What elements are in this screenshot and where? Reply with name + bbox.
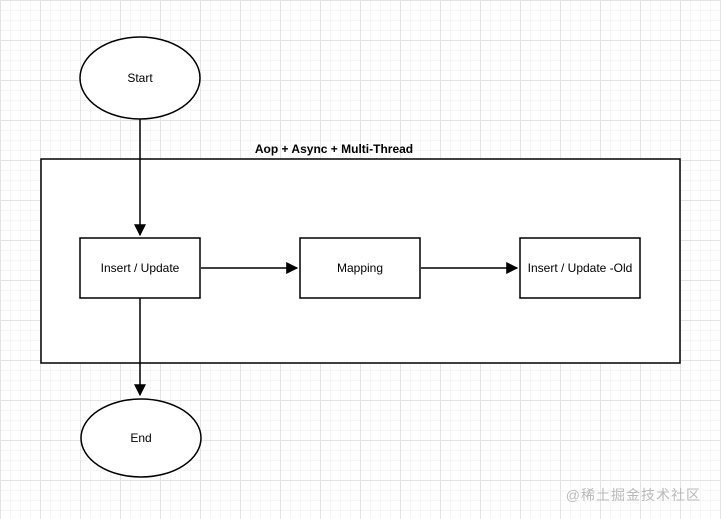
insert-update-old-node-label: Insert / Update -Old [528,261,633,275]
end-node [80,398,202,478]
mapping-node-label: Mapping [337,261,383,275]
mapping-node [299,237,421,299]
insert-update-node [79,237,201,299]
start-node [79,36,201,120]
end-node-label: End [130,431,151,445]
insert-update-old-node [519,237,641,299]
start-node-label: Start [127,71,153,85]
insert-update-node-label: Insert / Update [101,261,180,275]
container-title: Aop + Async + Multi-Thread [255,142,413,156]
watermark: @稀土掘金技术社区 [565,487,701,503]
